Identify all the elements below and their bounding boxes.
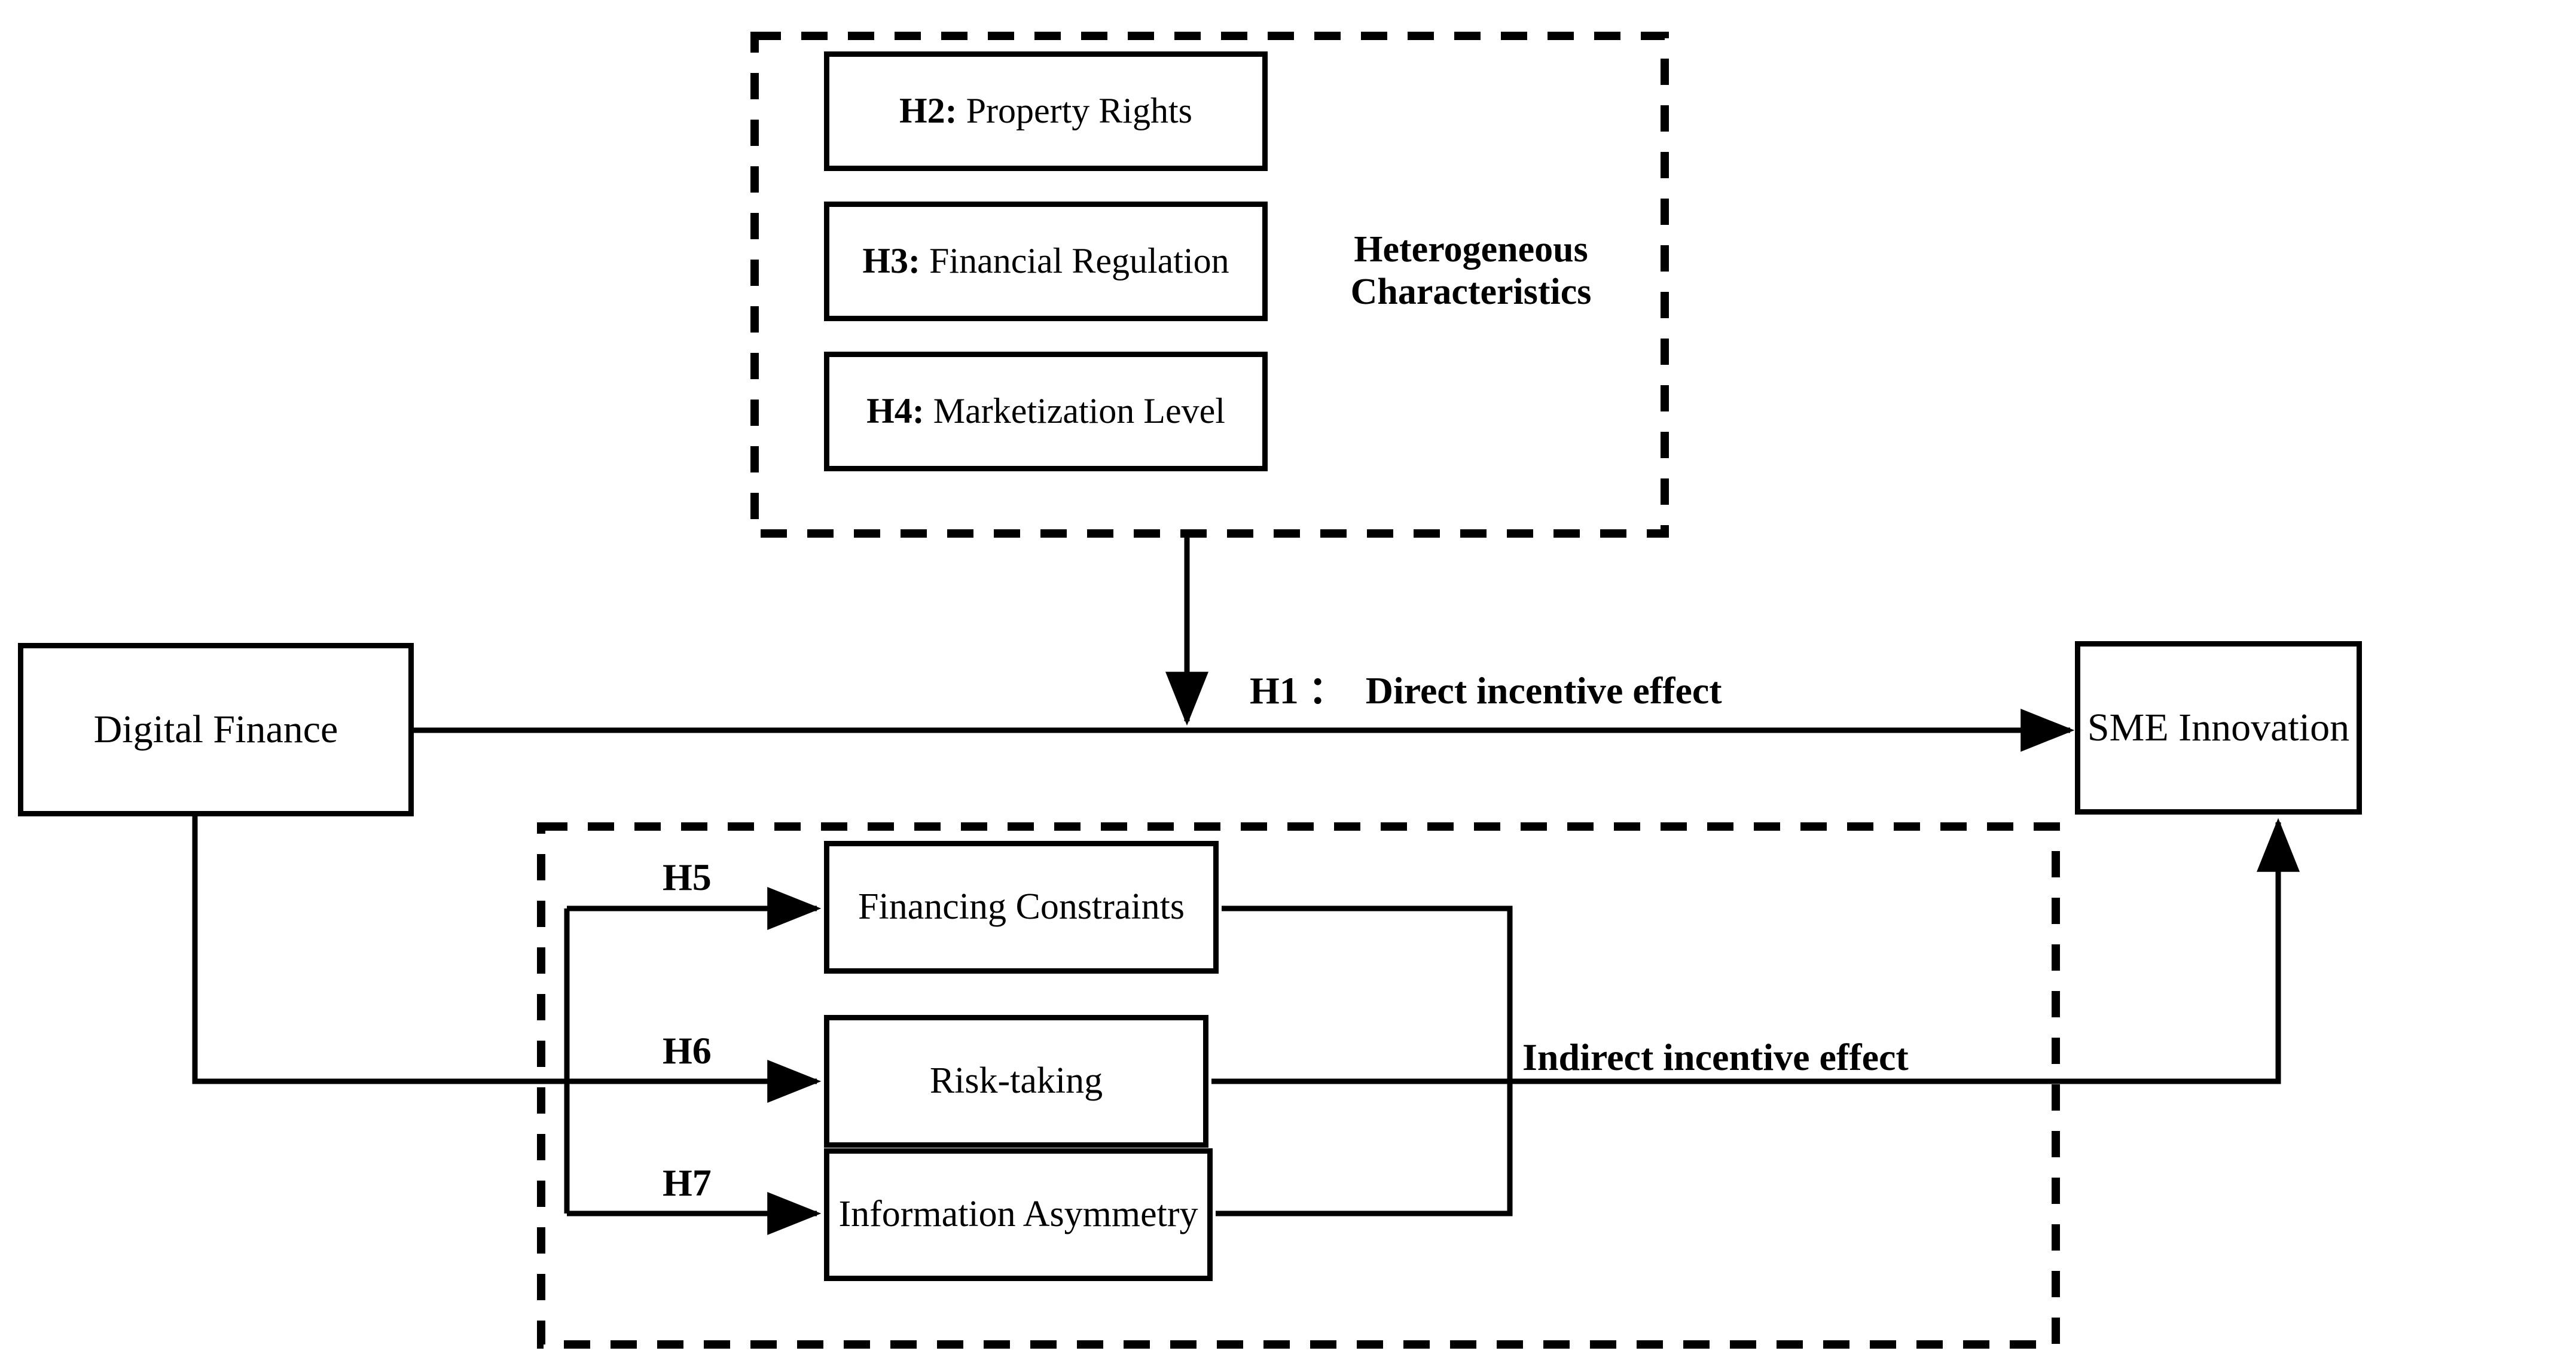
node-h4-hyp: H4: xyxy=(866,391,924,431)
node-h3-hyp: H3: xyxy=(862,241,921,281)
node-digital-finance-label: Digital Finance xyxy=(93,708,338,752)
node-h4-marketization-level[interactable]: H4: Marketization Level xyxy=(824,352,1268,471)
node-h2-text: H2: Property Rights xyxy=(893,91,1198,131)
edge-label-h1: H1 ： Direct incentive effect xyxy=(1250,669,1722,712)
edge-label-h5: H5 xyxy=(663,856,712,898)
edge-label-h6: H6 xyxy=(663,1029,712,1072)
node-information-asymmetry[interactable]: Information Asymmetry xyxy=(824,1148,1213,1281)
node-h3-label: Financial Regulation xyxy=(920,241,1229,281)
node-financing-constraints[interactable]: Financing Constraints xyxy=(824,841,1219,974)
node-h3-text: H3: Financial Regulation xyxy=(856,241,1235,281)
node-risk-taking[interactable]: Risk-taking xyxy=(824,1015,1208,1148)
heterogeneous-group-box xyxy=(750,32,1669,538)
edge-fc-out xyxy=(1222,905,1513,1081)
node-information-asymmetry-label: Information Asymmetry xyxy=(838,1194,1198,1235)
node-sme-innovation[interactable]: SME Innovation xyxy=(2075,641,2362,815)
node-risk-taking-label: Risk-taking xyxy=(929,1060,1103,1102)
node-financing-constraints-label: Financing Constraints xyxy=(858,886,1185,928)
edge-label-h7: H7 xyxy=(663,1161,712,1204)
edge-label-indirect: Indirect incentive effect xyxy=(1519,1036,1912,1079)
node-h2-hyp: H2: xyxy=(899,91,957,131)
edge-ia-out xyxy=(1216,1081,1513,1216)
node-h2-property-rights[interactable]: H2: Property Rights xyxy=(824,51,1268,171)
node-h4-text: H4: Marketization Level xyxy=(860,391,1231,431)
node-sme-innovation-label: SME Innovation xyxy=(2087,706,2350,750)
edge-indirect-to-sme xyxy=(1510,818,2300,1084)
mediation-group-box xyxy=(537,822,2060,1349)
node-digital-finance[interactable]: Digital Finance xyxy=(18,643,414,816)
node-h3-financial-regulation[interactable]: H3: Financial Regulation xyxy=(824,202,1268,321)
edge-df-drop xyxy=(192,816,567,1084)
heterogeneous-group-title: Heterogeneous Characteristics xyxy=(1350,229,1592,312)
node-h4-label: Marketization Level xyxy=(924,391,1225,431)
node-h2-label: Property Rights xyxy=(957,91,1192,131)
